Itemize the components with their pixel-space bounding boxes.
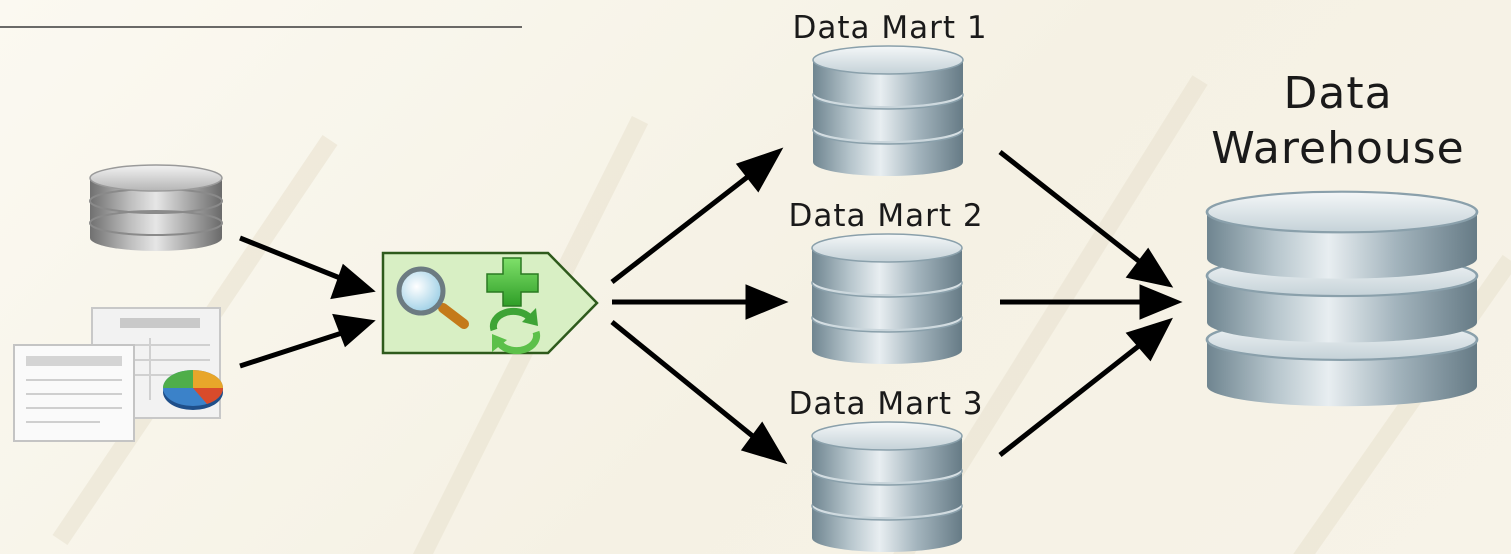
data-mart-2-label: Data Mart 2	[788, 198, 983, 234]
data-mart-3-database-icon	[811, 421, 963, 553]
documents-report-icon	[13, 307, 224, 442]
data-mart-2: Data Mart 2	[788, 198, 983, 365]
magnifier-icon	[396, 266, 469, 329]
data-mart-1-label: Data Mart 1	[792, 10, 987, 46]
etl-to-mart-arrows	[610, 147, 789, 465]
pie-chart-icon	[163, 370, 224, 410]
data-mart-2-database-icon	[811, 233, 963, 365]
data-mart-3-label: Data Mart 3	[788, 386, 983, 422]
warehouse-database-icon	[1205, 190, 1479, 408]
data-mart-1-database-icon	[812, 45, 964, 177]
data-warehouse: Data Warehouse	[1205, 68, 1479, 408]
data-mart-3: Data Mart 3	[788, 386, 983, 553]
etl-process-box	[381, 251, 599, 355]
source-arrows	[239, 235, 376, 369]
refresh-icon	[488, 307, 542, 355]
warehouse-label-line2: Warehouse	[1211, 123, 1465, 174]
source-database-icon	[89, 164, 223, 251]
warehouse-label-line1: Data	[1283, 68, 1392, 119]
plus-icon	[486, 257, 539, 307]
mart-to-warehouse-arrows	[998, 150, 1183, 457]
data-mart-1: Data Mart 1	[792, 10, 987, 177]
